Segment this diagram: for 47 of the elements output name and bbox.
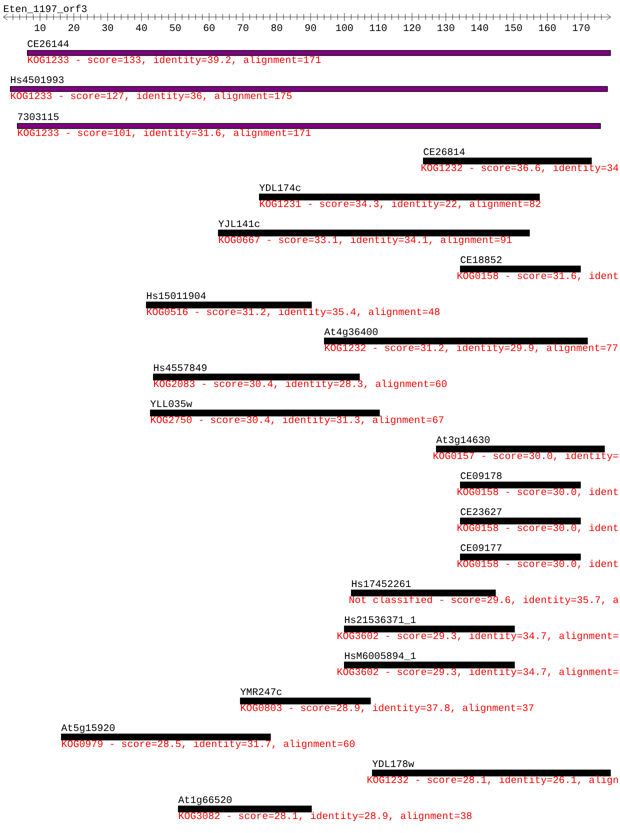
hit-name: CE09178	[460, 472, 502, 480]
hit-annotation: KOG2750 - score=30.4, identity=31.3, alignment=67	[150, 416, 444, 426]
hit-annotation: KOG0158 - score=30.0, ident	[458, 488, 618, 497]
hit-annotation: KOG0667 - score=33.1, identity=34.1, alignment=91	[218, 236, 512, 246]
hit-name: YJL141c	[218, 220, 260, 228]
hit-annotation: KOG1231 - score=34.3, identity=22, alignment=82	[260, 200, 540, 210]
hit-annotation: KOG0157 - score=30.0, identity=	[434, 452, 618, 462]
hit-name: YDL174c	[259, 184, 300, 192]
hit-name: Hs4557849	[154, 364, 207, 372]
hit-annotation: KOG1233 - score=127, identity=36, alignment=175	[10, 92, 292, 102]
hit-annotation: KOG0516 - score=31.2, identity=35.4, alignment=48	[146, 308, 440, 318]
hit-name: Hs15011904	[146, 292, 206, 300]
hit-annotation: KOG0158 - score=30.0, ident	[458, 524, 618, 533]
hit-name: Hs21536371_1	[344, 616, 416, 624]
hit-name: At3g14630	[436, 436, 490, 446]
hit-name: CE23627	[460, 508, 502, 516]
hit-annotation: KOG1232 - score=31.2, identity=29.9, alignment=77	[324, 344, 618, 354]
hit-name: CE26144	[28, 40, 69, 48]
tick-label: 10	[34, 24, 46, 32]
hit-name: YDL178w	[372, 760, 414, 768]
hit-annotation: KOG0979 - score=28.5, identity=31.7, alignment=60	[62, 740, 355, 750]
hit-annotation: KOG3082 - score=28.1, identity=28.9, alignment=38	[178, 812, 472, 822]
sequence-name: Eten_1197_orf3	[4, 4, 87, 14]
hit-annotation: KOG1232 - score=36.6, identity=34	[422, 164, 618, 174]
tick-label: 120	[404, 24, 420, 32]
hit-annotation: KOG1232 - score=28.1, identity=26.1, align	[368, 776, 618, 786]
hit-name: CE09177	[460, 544, 502, 552]
hit-annotation: KOG0803 - score=28.9, identity=37.8, alignment=37	[240, 704, 534, 714]
hit-annotation: KOG1233 - score=101, identity=31.6, alignment=171	[18, 128, 311, 138]
hit-name: 7303115	[18, 113, 59, 120]
hit-annotation: KOG0158 - score=30.0, ident	[458, 560, 618, 569]
hit-annotation: KOG3602 - score=29.3, identity=34.7, alignment=	[338, 632, 618, 642]
hit-annotation: KOG2083 - score=30.4, identity=28.3, alignment=60	[154, 380, 447, 390]
hit-name: At4g36400	[324, 328, 378, 338]
hit-annotation: KOG3602 - score=29.3, identity=34.7, alignment=	[338, 668, 618, 678]
hit-name: YMR247c	[240, 688, 282, 696]
hit-name: Hs17452261	[352, 580, 411, 588]
hit-annotation: KOG0158 - score=31.6, ident	[458, 272, 618, 281]
hit-name: CE26814	[424, 148, 465, 156]
hit-name: At5g15920	[61, 724, 115, 734]
hit-annotation: Not classified - score=29.6, identity=35.7, a	[350, 596, 618, 606]
hit-name: At1g66520	[178, 796, 232, 806]
hit-name: HsM6005894_1	[344, 652, 416, 660]
hit-name: CE18852	[460, 256, 502, 264]
hit-name: Hs4501993	[10, 76, 64, 84]
hit-name: YLL035w	[150, 400, 192, 408]
hit-annotation: KOG1233 - score=133, identity=39.2, alignment=171	[28, 56, 321, 66]
